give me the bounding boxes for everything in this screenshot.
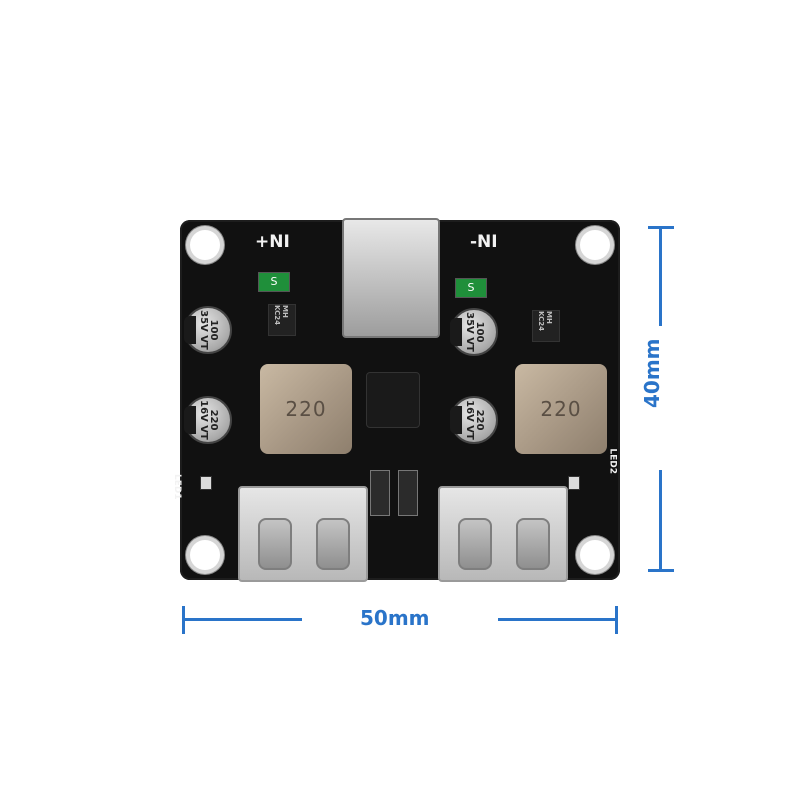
capacitor-large-left: 100 35V VT — [184, 306, 232, 354]
label-positive-input: +NI — [255, 232, 290, 252]
height-arrow-top — [659, 228, 662, 326]
sticker-right: S — [455, 278, 487, 298]
capacitor-small-left: 220 16V VT — [184, 396, 232, 444]
capacitor-large-right: 100 35V VT — [450, 308, 498, 356]
height-arrow-bottom — [659, 470, 662, 570]
usb-slot-left-1 — [258, 518, 292, 570]
mount-hole-top-left — [190, 230, 220, 260]
mount-hole-top-right — [580, 230, 610, 260]
width-arrow-right-head — [615, 606, 618, 634]
height-label: 40mm — [640, 338, 664, 408]
capacitor-small-right: 220 16V VT — [450, 396, 498, 444]
chip-right: MH KC24 — [532, 310, 560, 342]
usb-slot-right-2 — [516, 518, 550, 570]
sticker-left: S — [258, 272, 290, 292]
led-right — [568, 476, 580, 490]
width-arrow-right — [498, 618, 618, 621]
width-label: 50mm — [360, 606, 430, 630]
led-left — [200, 476, 212, 490]
height-arrow-top-head — [648, 226, 674, 229]
mount-hole-bottom-right — [580, 540, 610, 570]
diode-left — [370, 470, 390, 516]
usb-port-left — [238, 486, 368, 582]
diode-right — [398, 470, 418, 516]
usb-slot-right-1 — [458, 518, 492, 570]
usb-slot-left-2 — [316, 518, 350, 570]
inductor-right: 220 — [515, 364, 607, 454]
usb-port-right — [438, 486, 568, 582]
led-right-label: LED2 — [608, 448, 618, 474]
led-left-label: LED1 — [172, 474, 182, 500]
mount-hole-bottom-left — [190, 540, 220, 570]
usb-type-c-port — [342, 218, 440, 338]
width-arrow-left-head — [182, 606, 185, 634]
chip-left: MH KC24 — [268, 304, 296, 336]
inductor-left: 220 — [260, 364, 352, 454]
label-negative-input: -NI — [470, 232, 498, 252]
width-arrow-left — [182, 618, 302, 621]
mosfet-center — [366, 372, 420, 428]
height-arrow-bottom-head — [648, 569, 674, 572]
